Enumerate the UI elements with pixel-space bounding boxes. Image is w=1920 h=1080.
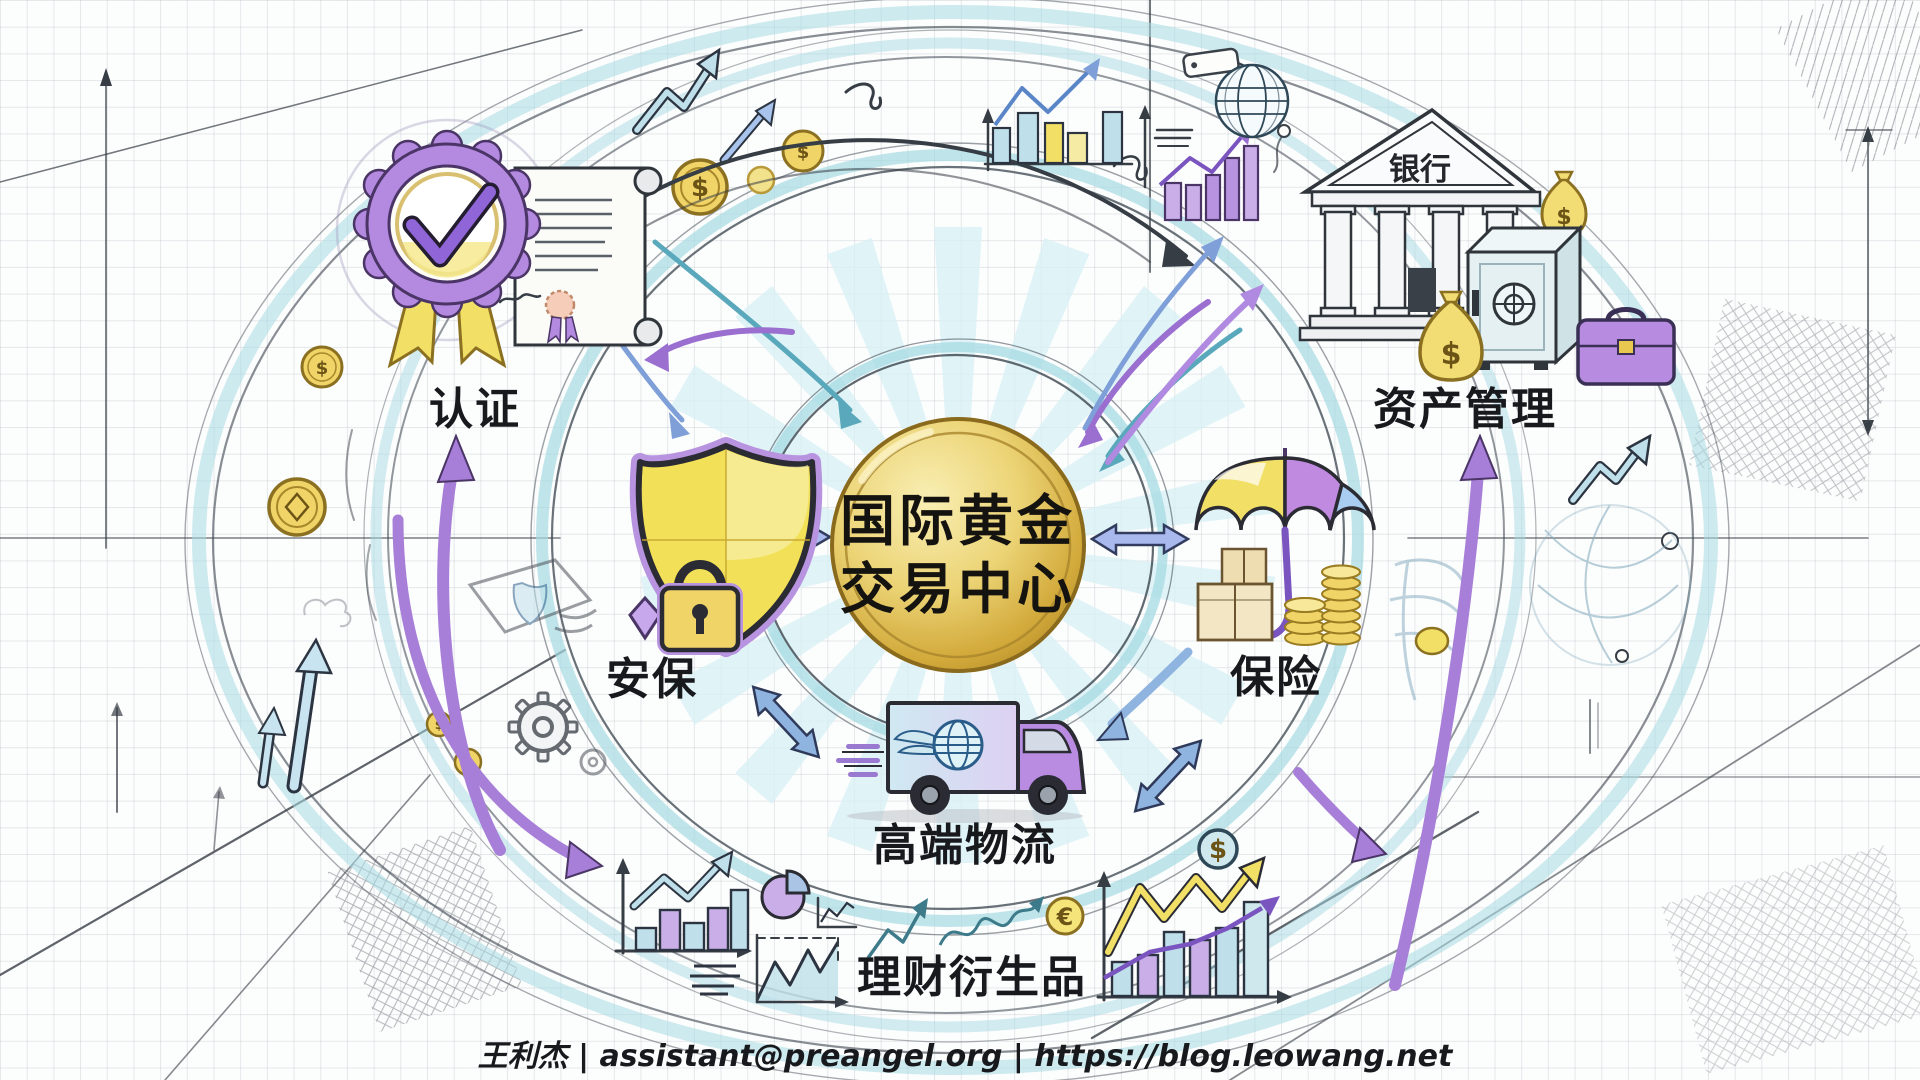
exchange-arrows [565,236,1264,823]
crosshatch-patch [1689,298,1896,502]
center-title-line1: 国际黄金 [840,489,1076,553]
truck-window [1022,728,1072,754]
cargo-boxes-icon [1196,547,1274,642]
euro-coin-icon: € [1045,896,1085,936]
coin-icon: $ [300,345,344,389]
purple-curved-arrow-up [1389,433,1499,991]
dollar-glyph: $ [1441,337,1462,372]
bar-chart-sketch [1096,855,1292,1004]
top-decorations: $ $ [610,47,1291,267]
zigzag-growth-arrow-icon [632,47,721,135]
area-chart-icon [755,933,849,1008]
dollar-coin-icon: $ [1197,828,1239,870]
node-logistics: 高端物流 [836,701,1087,871]
checkmark-icon [406,186,496,264]
up-arrow-icon [257,705,287,789]
node-derivatives: 理财衍生品 [857,952,1087,1003]
center-title-line2: 交易中心 [840,557,1076,621]
asset-management-label: 资产管理 [1373,384,1557,435]
line-chart-icon [816,896,858,929]
speed-lines [836,744,884,777]
insurance-label: 保险 [1230,652,1322,703]
gear-icon [507,691,579,763]
gem-icon [628,595,662,641]
dollar-glyph: $ [797,142,810,163]
node-security: 安保 [606,437,823,705]
delivery-truck-icon [836,701,1087,815]
certification-label: 认证 [429,384,521,435]
up-arrow-icon [286,637,333,794]
bar-chart-sketch [982,58,1134,172]
coin-icon: $ [671,158,729,216]
wavy-line-arrow-icon [938,896,1044,946]
coin-icon [746,165,776,195]
coin-icon: $ [781,129,825,173]
dollar-glyph: $ [691,173,709,203]
briefcase-icon [1576,307,1676,386]
purple-curved-arrow-up [436,433,506,856]
footer-credit: 王利杰 | assistant@preangel.org | https://b… [478,1039,1454,1074]
node-asset-management: 银行 $ $ 资产管理 [1298,107,1676,435]
purple-curved-arrow-down [1293,767,1388,864]
signature-squiggle [498,293,542,304]
certificate-scroll-icon [498,166,663,347]
derivatives-label: 理财衍生品 [857,952,1087,1003]
coin-stacks-icon [1284,564,1361,646]
dollar-glyph: $ [316,358,329,379]
coin-icon [267,477,327,537]
bank-door [1408,268,1436,312]
safe-icon [1464,224,1584,370]
list-lines-icon [690,964,740,996]
money-bag-icon: $ [1540,170,1588,238]
rosette-badge-icon [352,129,542,369]
crosshatch-patch [1661,845,1920,1074]
globe-sketch [1529,504,1691,666]
purple-curved-arrow-down [392,514,605,880]
bottom-decorations: € $ [614,828,1292,1008]
winged-globe-emblem [893,719,984,771]
zigzag-growth-arrow-icon [1568,433,1652,505]
center-gold-coin: 国际黄金 交易中心 [830,417,1086,673]
globe-icon [1182,47,1291,173]
bank-sign-label: 银行 [1389,152,1451,188]
seal-icon [544,289,576,321]
security-label: 安保 [606,654,698,705]
right-decorations [1293,433,1691,991]
up-arrow-icon [719,98,777,165]
left-decorations: $ $ $ [111,345,607,880]
logistics-label: 高端物流 [873,820,1057,871]
bar-chart-sketch [1139,105,1260,222]
money-bag-icon: $ [1418,290,1484,382]
gear-icon [579,748,607,776]
bar-chart-sketch [614,850,752,958]
euro-glyph: € [1056,903,1074,931]
pie-chart-icon [760,869,811,920]
dollar-glyph: $ [1556,205,1571,230]
dark-arc-arrow [610,138,1196,267]
hand-card-sketch [467,558,597,634]
coin-icon [1414,626,1450,656]
dimension-arrow-left [100,68,112,549]
node-insurance: 保险 [1194,448,1376,703]
dollar-glyph: $ [1209,835,1227,865]
scribble [844,82,883,110]
lock-icon [657,560,743,655]
hatch-patch [1775,0,1920,172]
node-certification: 认证 [335,118,663,435]
scribble [303,598,352,628]
trend-arrow-icon [866,898,928,960]
